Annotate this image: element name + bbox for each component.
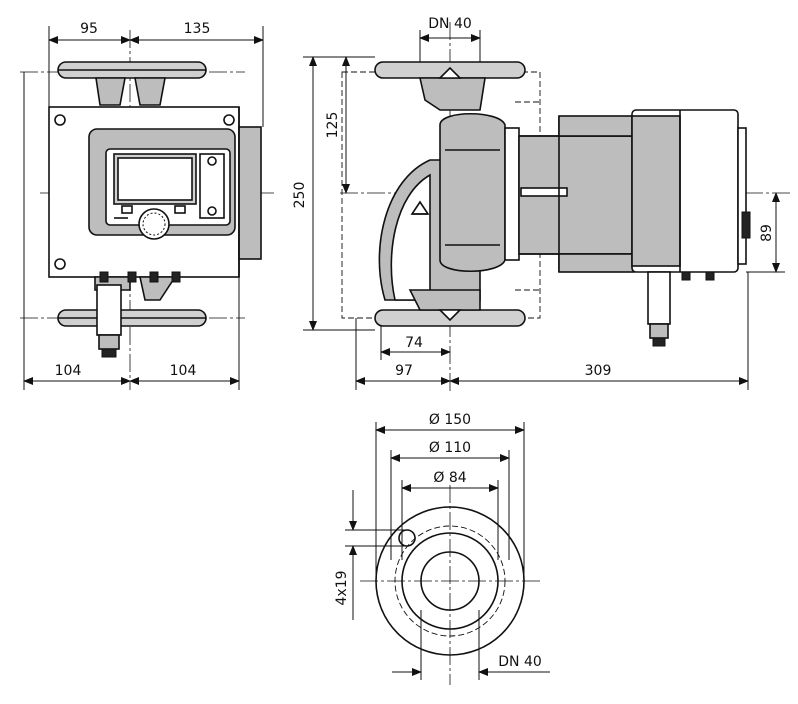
dim-height-total: 250 [292, 182, 308, 209]
dim-bottom-right: 104 [170, 363, 197, 379]
dim-flange-offset: 74 [405, 335, 423, 351]
dim-dn-top: DN 40 [428, 16, 472, 32]
front-view [20, 26, 275, 390]
dim-bottom-left: 104 [55, 363, 82, 379]
bolt-hole [398, 529, 416, 547]
dim-dia-bolt: Ø 110 [429, 440, 471, 456]
dim-motor-offset: 89 [759, 224, 775, 242]
flange-view [345, 422, 550, 685]
dim-dia-outer: Ø 150 [429, 412, 471, 428]
side-view [303, 22, 790, 392]
dim-top-right: 135 [184, 21, 211, 37]
dim-bolt-holes: 4x19 [334, 570, 350, 605]
dim-dia-inner: Ø 84 [433, 470, 466, 486]
dim-height-half: 125 [325, 112, 341, 139]
dim-motor-length: 309 [585, 363, 612, 379]
dim-dn-bottom: DN 40 [498, 654, 542, 670]
dim-pipe-half: 97 [395, 363, 413, 379]
dim-top-left: 95 [80, 21, 98, 37]
